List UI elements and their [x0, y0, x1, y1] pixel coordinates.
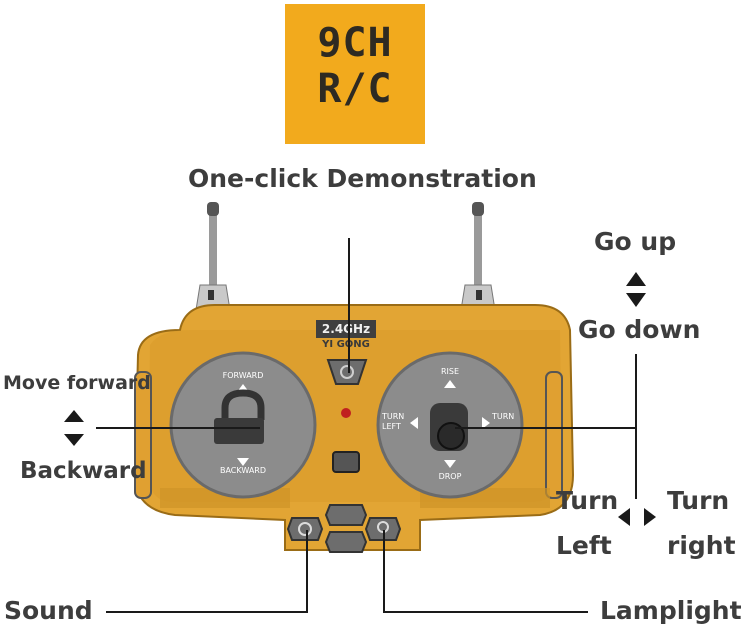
sound-callout-vertical	[306, 530, 308, 612]
power-switch[interactable]	[332, 451, 360, 473]
turn-right-label-2: right	[667, 531, 736, 560]
turn-left-label-1: Turn	[556, 486, 619, 515]
power-led	[341, 408, 351, 418]
turn-left-text-2: LEFT	[382, 422, 401, 431]
forward-arrow-icon	[64, 410, 84, 422]
turn-right-text: TURN	[492, 412, 515, 421]
vertical-callout-line	[635, 354, 637, 499]
brand-label: YI GONG	[322, 339, 370, 350]
9ch-badge: 9CH R/C	[285, 4, 425, 144]
turn-left-text: TURN LEFT	[382, 412, 404, 432]
lamplight-callout-vertical	[383, 530, 385, 612]
left-antenna	[195, 202, 231, 311]
turn-left-arrow-icon	[618, 508, 630, 526]
forward-text: FORWARD	[222, 371, 264, 380]
bottom-button-cluster	[324, 504, 368, 553]
lamplight-label: Lamplight	[600, 596, 742, 625]
demo-button[interactable]	[326, 359, 368, 385]
rise-text: RISE	[440, 367, 460, 376]
sound-icon	[298, 522, 312, 536]
backward-label: Backward	[20, 458, 147, 484]
drop-text: DROP	[438, 472, 462, 481]
turn-right-label-1: Turn	[667, 486, 730, 515]
badge-line-2: R/C	[317, 66, 393, 112]
lamplight-button[interactable]	[364, 517, 402, 541]
right-antenna	[460, 202, 496, 311]
move-forward-label: Move forward	[3, 372, 151, 394]
go-up-arrow-icon	[626, 272, 646, 286]
sound-button[interactable]	[286, 517, 324, 541]
stick-callout-line	[455, 427, 637, 429]
left-stick-pad	[169, 351, 317, 499]
forward-callout-line	[96, 427, 260, 429]
sound-callout-horizontal	[106, 611, 308, 613]
sound-label: Sound	[4, 596, 93, 625]
right-stick-pad	[376, 351, 524, 499]
go-down-arrow-icon	[626, 293, 646, 307]
badge-line-1: 9CH	[317, 20, 393, 66]
demo-label: One-click Demonstration	[188, 164, 537, 193]
backward-text: BACKWARD	[219, 466, 267, 475]
go-down-label: Go down	[578, 315, 701, 344]
go-up-label: Go up	[594, 227, 677, 256]
frequency-label: 2.4GHz	[321, 322, 371, 336]
demo-callout-line	[348, 238, 350, 373]
lamplight-callout-horizontal	[383, 611, 588, 613]
frequency-plate	[316, 320, 376, 338]
turn-left-label-2: Left	[556, 531, 612, 560]
turn-left-text-1: TURN	[382, 412, 405, 421]
callout-arrows	[64, 272, 656, 526]
backward-arrow-icon	[64, 434, 84, 446]
turn-right-arrow-icon	[644, 508, 656, 526]
